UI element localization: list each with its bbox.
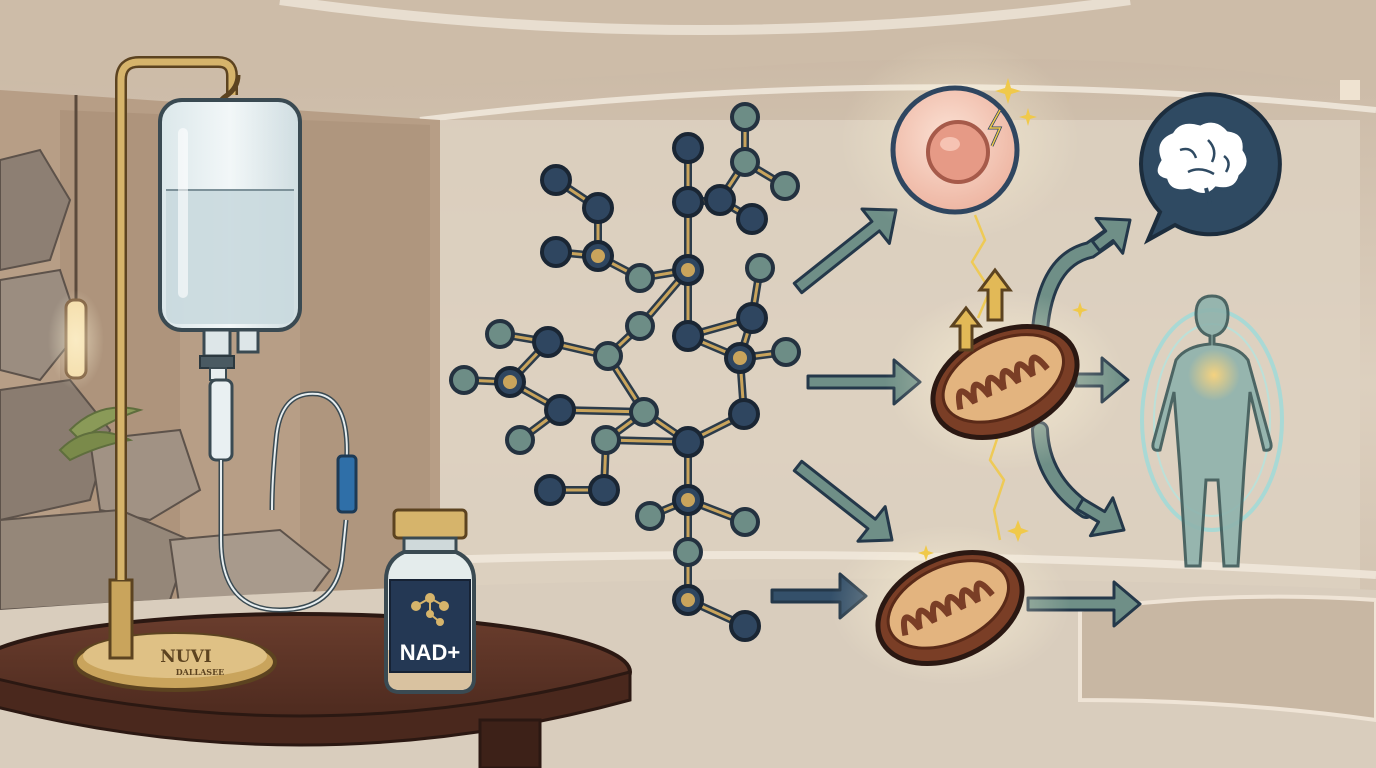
- molecule-atom: [672, 132, 704, 164]
- energy-up-arrows: [948, 267, 1013, 352]
- pendant-lamp: [48, 95, 104, 390]
- molecule-atom: [582, 192, 614, 224]
- speech-bubble-icon: [1139, 92, 1282, 245]
- stand-brand: NUVI: [160, 647, 212, 667]
- ceiling: [0, 0, 1376, 90]
- molecule-atoms: [449, 102, 801, 642]
- molecule-atom: [771, 337, 801, 367]
- mitochondria-icon: [930, 323, 1080, 441]
- sparkle-icon: [995, 78, 1037, 126]
- molecule-atom: [730, 507, 760, 537]
- molecule-atom: [770, 171, 800, 201]
- wall-panel-2: [300, 120, 430, 600]
- sparkles-mito: [918, 302, 1088, 561]
- molecule-atom: [673, 537, 703, 567]
- molecule-atom: [505, 425, 535, 455]
- molecule-atom-core: [681, 593, 695, 607]
- molecule-atom-core: [591, 249, 605, 263]
- molecule-atom: [728, 398, 760, 430]
- molecule-atom: [672, 320, 704, 352]
- molecule-atom: [745, 253, 775, 283]
- mitochondria-icon-2: [875, 549, 1025, 667]
- molecule-atom: [704, 184, 736, 216]
- iv-stand-icon: NUVI DALLASEE: [73, 56, 277, 692]
- molecule-atom-core: [733, 351, 747, 365]
- vial-label: NAD+: [400, 640, 461, 665]
- molecule-atom: [672, 426, 704, 458]
- molecule-atom: [534, 474, 566, 506]
- arrow-icon: [792, 459, 894, 543]
- molecule-atom: [593, 341, 623, 371]
- molecule-atom: [729, 610, 761, 642]
- platform: [1078, 594, 1376, 723]
- molecule-atom: [532, 326, 564, 358]
- molecule-atom: [485, 319, 515, 349]
- molecule-atom: [540, 236, 572, 268]
- molecule-atom: [625, 311, 655, 341]
- molecule-atom-core: [681, 263, 695, 277]
- cell-icon: [890, 85, 1020, 215]
- molecule-atom: [730, 102, 760, 132]
- molecule-atom-core: [681, 493, 695, 507]
- molecule-atom: [730, 147, 760, 177]
- molecule-atom: [588, 474, 620, 506]
- molecule-atom: [544, 394, 576, 426]
- molecule-structure: [449, 102, 801, 642]
- arrow-icon: [1090, 216, 1132, 255]
- human-body-icon: [1140, 294, 1284, 568]
- iv-bag-icon: [158, 74, 358, 613]
- wall-light: [1340, 80, 1360, 100]
- molecule-atom: [540, 164, 572, 196]
- arrow-icon: [1075, 496, 1126, 538]
- molecule-icon: [411, 593, 449, 626]
- stand-brand-sub: DALLASEE: [176, 667, 225, 677]
- molecule-atom: [736, 302, 768, 334]
- vial-icon: NAD+: [384, 508, 476, 694]
- molecule-atom: [635, 501, 665, 531]
- molecule-atom-core: [503, 375, 517, 389]
- molecule-atom: [629, 397, 659, 427]
- molecule-atom: [625, 263, 655, 293]
- molecule-atom: [672, 186, 704, 218]
- brain-icon: [1154, 119, 1250, 205]
- molecule-atom: [736, 203, 768, 235]
- molecule-atom: [449, 365, 479, 395]
- molecule-atom: [591, 425, 621, 455]
- ceiling-light-strip: [279, 0, 1131, 35]
- lightning-icon-2: [988, 429, 1006, 541]
- lightning-icon: [970, 214, 992, 319]
